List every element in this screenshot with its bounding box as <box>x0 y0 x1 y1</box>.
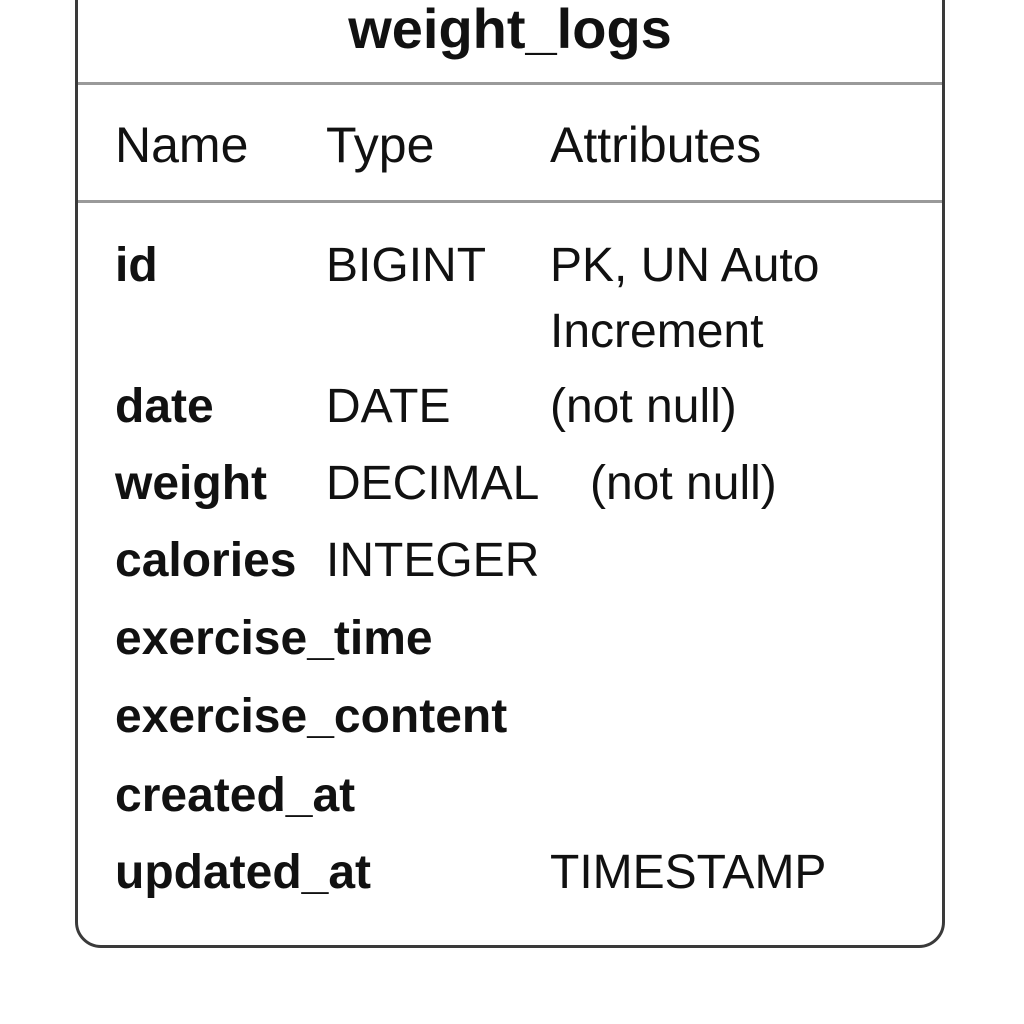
column-attributes: PK, UN Auto Increment <box>550 239 820 358</box>
column-name: date <box>115 380 214 433</box>
column-name: exercise_time <box>115 612 433 665</box>
column-name: id <box>115 239 158 292</box>
table-name: weight_logs <box>348 0 672 60</box>
title-divider <box>78 82 942 85</box>
column-attributes: (not null) <box>550 380 737 433</box>
column-attributes: (not null) <box>590 457 777 510</box>
column-name: weight <box>115 457 267 510</box>
column-type: INTEGER <box>326 534 540 587</box>
column-type: DECIMAL <box>326 457 540 510</box>
column-name: updated_at <box>115 846 372 899</box>
column-name: calories <box>115 534 297 587</box>
header-divider <box>78 200 942 203</box>
column-type: BIGINT <box>326 239 487 292</box>
column-type: DATE <box>326 380 451 433</box>
header-type: Type <box>326 117 435 173</box>
column-attributes: TIMESTAMP <box>550 846 827 899</box>
header-name: Name <box>115 117 249 173</box>
column-name: created_at <box>115 769 356 822</box>
column-name: exercise_content <box>115 690 508 743</box>
header-attributes: Attributes <box>550 117 762 173</box>
entity-table-box: weight_logs Name Type Attributes id BIGI… <box>75 0 945 948</box>
